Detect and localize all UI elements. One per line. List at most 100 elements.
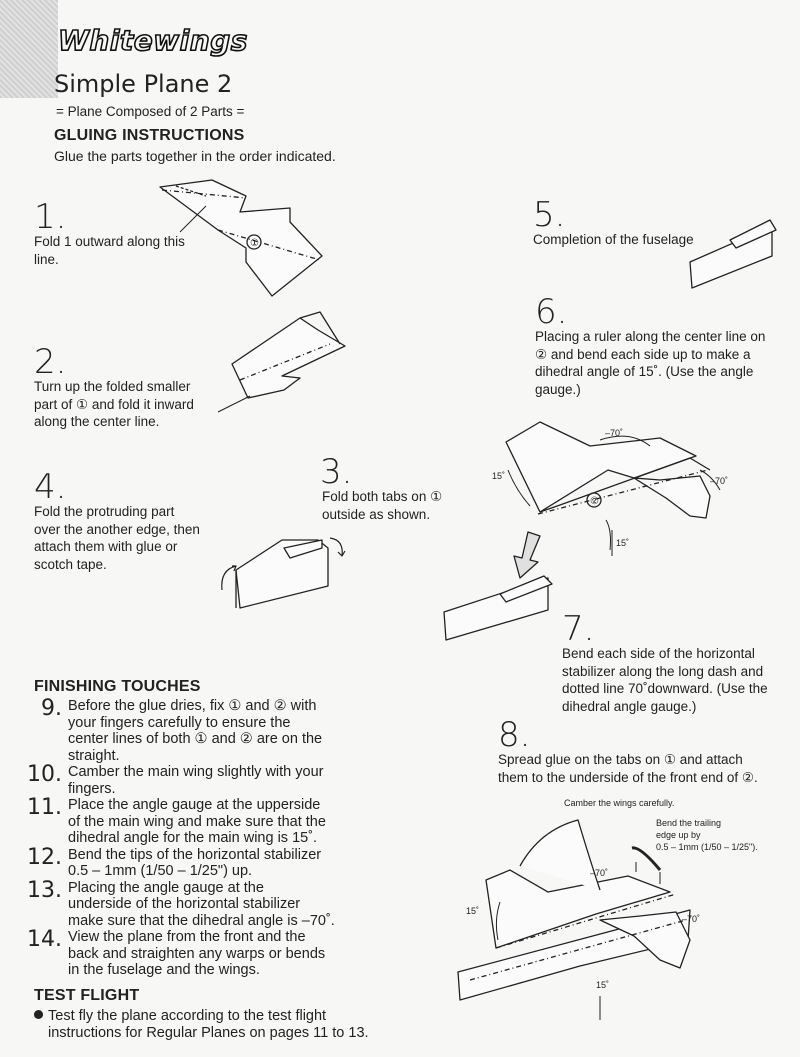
finishing-line: straight. <box>68 747 120 764</box>
step-1-text: Fold 1 outward along this line. <box>34 233 185 268</box>
finishing-item: 11. Place the angle gauge at the uppersi… <box>22 797 462 847</box>
step-8-number: 8. <box>498 715 531 755</box>
step-5-text: Completion of the fuselage <box>533 231 694 249</box>
step-3-line: outside as shown. <box>322 506 431 522</box>
finishing-item: 13. Placing the angle gauge at the under… <box>22 877 462 930</box>
step-2-line: along the center line. <box>34 414 160 429</box>
page-title: Simple Plane 2 <box>54 70 233 98</box>
trailing-note-line: 0.5 – 1mm (1/50 – 1/25"). <box>656 842 758 852</box>
finishing-item-number: 10. <box>27 762 62 787</box>
finishing-line: View the plane from the front and the <box>68 929 306 945</box>
finishing-item-text: View the plane from the front and the ba… <box>68 929 325 979</box>
finishing-line: Camber the main wing slightly with your <box>68 764 324 780</box>
step-6-line: ② and bend each side up to make a <box>535 346 751 362</box>
step-6-line: gauge.) <box>535 381 581 397</box>
step-2-text: Turn up the folded smaller part of ① and… <box>34 378 194 431</box>
step-6-text: Placing a ruler along the center line on… <box>535 328 765 398</box>
finishing-item-number: 9. <box>41 696 62 721</box>
part-1-label: ① <box>250 238 259 249</box>
finishing-line: make sure that the dihedral angle is –70… <box>68 912 335 929</box>
step-3-text: Fold both tabs on ① outside as shown. <box>322 488 442 523</box>
angle-label: –70˚ <box>682 914 700 924</box>
down-arrow-icon <box>513 531 541 579</box>
step-3-line: Fold both tabs on ① <box>322 489 443 504</box>
test-flight-line: Test fly the plane according to the test… <box>48 1008 327 1024</box>
finishing-item: 9. Before the glue dries, fix ① and ② wi… <box>22 698 462 764</box>
finishing-list: 9. Before the glue dries, fix ① and ② wi… <box>22 698 462 979</box>
step-1-line: Fold 1 outward along this <box>34 234 185 249</box>
finishing-item-number: 11. <box>27 795 62 820</box>
angle-label: 15˚ <box>466 906 479 916</box>
page-subtitle: = Plane Composed of 2 Parts = <box>56 104 245 119</box>
finishing-heading: FINISHING TOUCHES <box>34 678 201 695</box>
corner-tab <box>0 0 58 98</box>
step-7-number: 7. <box>562 609 595 649</box>
step-2-line: Turn up the folded smaller <box>34 379 191 394</box>
step-8-illustration: Camber the wings carefully. Bend the tra… <box>457 798 758 1020</box>
step-8-line: Spread glue on the tabs on ① and attach <box>498 752 743 767</box>
step-2-number: 2. <box>34 342 67 382</box>
step-4-text: Fold the protruding part over the anothe… <box>34 503 200 573</box>
angle-label: 15˚ <box>492 471 505 481</box>
finishing-line: your fingers carefully to ensure the <box>68 714 291 731</box>
trailing-note-line: Bend the trailing <box>656 818 721 828</box>
finishing-line: center lines of both ① and ② are on the <box>68 731 323 747</box>
step-5-illustration <box>689 219 777 289</box>
step-4-line: scotch tape. <box>34 556 107 572</box>
step-7-text: Bend each side of the horizontal stabili… <box>562 645 768 715</box>
finishing-line: fingers. <box>68 780 116 797</box>
gluing-intro: Glue the parts together in the order ind… <box>54 148 336 164</box>
step-6-illustration: ② –70˚ –70˚ 15˚ 15˚ <box>492 421 728 556</box>
finishing-item-text: Placing the angle gauge at the underside… <box>68 880 335 930</box>
camber-note: Camber the wings carefully. <box>564 798 674 808</box>
finishing-line: Bend the tips of the horizontal stabiliz… <box>68 846 322 863</box>
step-5-line: Completion of the fuselage <box>533 232 694 247</box>
angle-label: 15˚ <box>616 538 629 548</box>
step-4-number: 4. <box>34 467 67 507</box>
finishing-line: Before the glue dries, fix ① and ② with <box>68 698 317 714</box>
angle-label: –70˚ <box>710 476 728 486</box>
step-8-line: them to the underside of the front end o… <box>498 769 758 785</box>
finishing-line: Placing the angle gauge at the <box>68 879 264 896</box>
finishing-item-number: 14. <box>27 927 62 952</box>
angle-label: –70˚ <box>605 428 623 438</box>
step-4-line: Fold the protruding part <box>34 504 175 519</box>
finishing-line: back and straighten any warps or bends <box>68 945 326 962</box>
step-6-line: dihedral angle of 15˚. (Use the angle <box>535 364 754 379</box>
finishing-item-number: 12. <box>27 844 62 870</box>
finishing-line: 0.5 – 1mm (1/50 – 1/25") up. <box>68 863 253 879</box>
finishing-item-number: 13. <box>27 877 62 903</box>
step-7-line: Bend each side of the horizontal <box>562 646 755 661</box>
angle-label: –70˚ <box>590 868 608 878</box>
finishing-item-text: Before the glue dries, fix ① and ② with … <box>68 698 322 764</box>
finishing-item-text: Place the angle gauge at the upperside o… <box>68 797 326 847</box>
gluing-heading: GLUING INSTRUCTIONS <box>54 127 245 144</box>
finishing-item: 12. Bend the tips of the horizontal stab… <box>22 844 462 880</box>
step-6-line: Placing a ruler along the center line on <box>535 329 766 344</box>
step-4-illustration <box>221 537 346 609</box>
finishing-item: 10. Camber the main wing slightly with y… <box>22 764 462 797</box>
step-2-line: part of ① and fold it inward <box>34 396 194 412</box>
step-7-line: stabilizer along the long dash and <box>562 663 764 679</box>
finishing-item-text: Bend the tips of the horizontal stabiliz… <box>68 847 321 880</box>
test-flight-text: Test fly the plane according to the test… <box>34 1008 369 1041</box>
finishing-line: of the main wing and make sure that the <box>68 813 326 830</box>
finishing-item: 14. View the plane from the front and th… <box>22 929 462 979</box>
trailing-note-line: edge up by <box>656 830 701 840</box>
step-1-line: line. <box>34 251 59 267</box>
step-6-number: 6. <box>535 292 568 332</box>
step-7-illustration <box>443 575 553 641</box>
part-1-marker <box>246 234 262 250</box>
finishing-line: dihedral angle for the main wing is 15˚. <box>68 830 318 846</box>
finishing-line: in the fuselage and the wings. <box>68 962 260 978</box>
step-8-text: Spread glue on the tabs on ① and attach … <box>498 751 758 786</box>
step-4-line: attach them with glue or <box>34 539 178 554</box>
step-7-line: dotted line 70˚downward. (Use the <box>562 681 768 696</box>
angle-label: 15˚ <box>596 980 609 990</box>
part-2-marker <box>586 492 602 508</box>
step-2-illustration <box>217 311 346 413</box>
finishing-item-text: Camber the main wing slightly with your … <box>68 764 323 797</box>
step-3-number: 3. <box>320 452 353 492</box>
test-flight-line: instructions for Regular Planes on pages… <box>48 1024 369 1041</box>
